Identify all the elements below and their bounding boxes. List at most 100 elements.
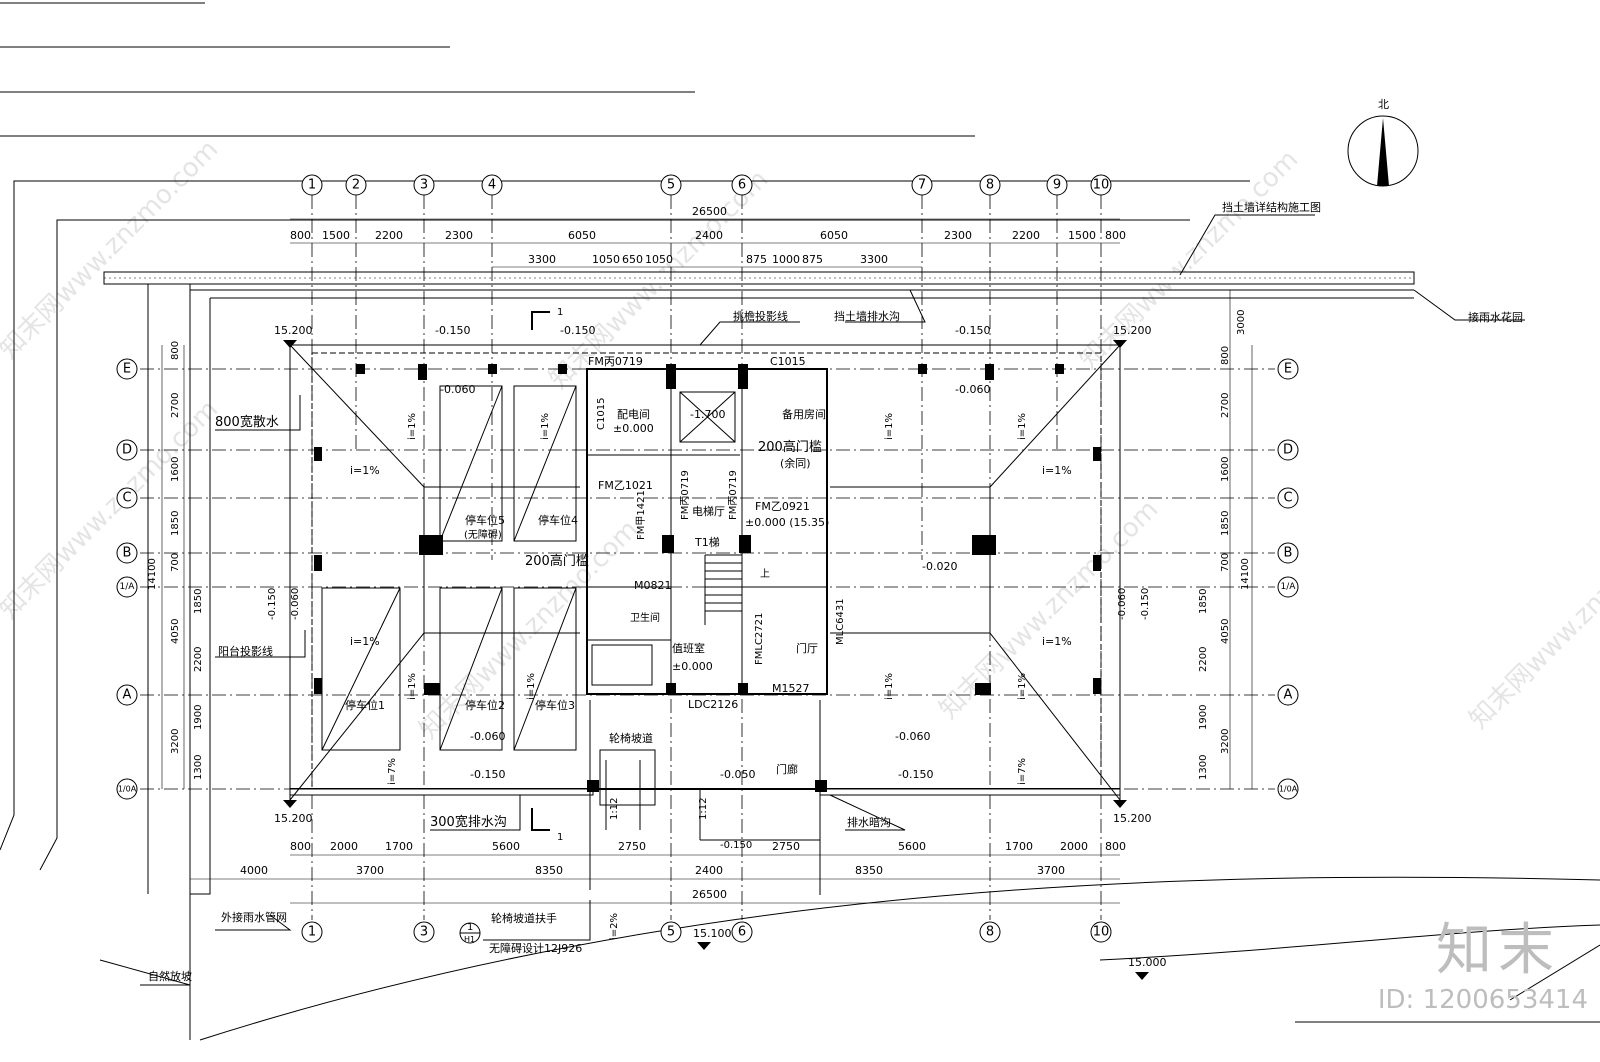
room-label: 上 — [760, 568, 770, 580]
room-label: 200高门槛 — [525, 553, 589, 569]
column — [985, 364, 994, 380]
axis-label: 1 — [308, 178, 316, 193]
dim-text: 5600 — [898, 840, 926, 853]
dim-text: 2200 — [1198, 647, 1209, 672]
slope-text: i=7% — [387, 758, 398, 785]
axis-label: 9 — [1053, 178, 1061, 193]
elevation-text: 15.000 — [1128, 956, 1167, 969]
axis-bubbles-bottom: 1 3 5 6 8 10 — [301, 921, 1112, 943]
detail-number: 1 — [467, 922, 473, 933]
level-text: -0.060 — [895, 730, 930, 743]
dim-text: 2400 — [695, 864, 723, 877]
ramp-std-label: 无障碍设计12J926 — [489, 941, 582, 955]
level-text: -0.150 — [560, 324, 595, 337]
dim-text: 3300 — [528, 253, 556, 266]
room-label: 卫生间 — [630, 611, 660, 624]
slope-text: i=1% — [1017, 673, 1028, 700]
north-arrow: 北 — [1347, 98, 1419, 187]
dim-text: 3200 — [1220, 729, 1231, 754]
door-tag: FMLC2721 — [754, 613, 765, 665]
annotation-leaders — [99, 214, 1525, 986]
column — [975, 683, 991, 695]
room-label: ±0.000 — [672, 660, 713, 673]
dim-text: 800 — [290, 840, 311, 853]
dim-text: 4000 — [240, 864, 268, 877]
dim-text: 3700 — [1037, 864, 1065, 877]
column — [1093, 555, 1101, 571]
dim-text: 1850 — [193, 589, 204, 614]
room-label: ±0.000 — [613, 422, 654, 435]
dim-text: 2750 — [772, 840, 800, 853]
axis-label: C — [122, 491, 131, 506]
column — [666, 683, 676, 695]
dim-text: 1300 — [193, 755, 204, 780]
title-rules — [0, 2, 975, 137]
column — [738, 683, 748, 695]
trench-300-label: 300宽排水沟 — [430, 814, 507, 830]
axis-label: 1/0A — [118, 785, 137, 794]
dim-text: 4050 — [170, 619, 181, 644]
dim-text: 1600 — [170, 457, 181, 482]
door-tag: FM乙0921 — [755, 500, 810, 513]
slope-text: i=2% — [609, 913, 620, 940]
column — [314, 678, 322, 694]
room-label: 配电间 — [617, 408, 650, 421]
dim-text: 1850 — [170, 511, 181, 536]
slope-text: i=1% — [1042, 635, 1072, 648]
level-text: -0.060 — [955, 383, 990, 396]
room-label: 停车位1 — [345, 698, 385, 712]
dim-text: 700 — [1220, 553, 1231, 572]
axis-label: D — [122, 443, 132, 458]
axis-label: 8 — [986, 178, 994, 193]
dim-text: 2400 — [695, 229, 723, 242]
level-text: -0.060 — [290, 588, 301, 620]
structural-columns — [314, 364, 1101, 792]
dim-text: 26500 — [692, 888, 727, 901]
door-tag: FM甲1421 — [636, 490, 647, 540]
site-outline — [0, 180, 1600, 1041]
room-label: 值班室 — [672, 641, 705, 655]
room-label: 电梯厅 — [692, 505, 725, 518]
dim-text: 875 — [802, 253, 823, 266]
level-text: -0.150 — [470, 768, 505, 781]
natural-slope-label: 自然放坡 — [148, 969, 192, 983]
axis-label: 10 — [1093, 925, 1110, 940]
section-mark: 1 — [557, 307, 563, 318]
column — [918, 364, 927, 374]
slope-text: 1:12 — [609, 798, 620, 820]
elevation-markers — [283, 340, 1149, 980]
elevation-text: 15.200 — [1113, 324, 1152, 337]
elevation-text: 15.200 — [1113, 812, 1152, 825]
axis-label: E — [1284, 362, 1292, 377]
elevation-labels: 15.200 15.200 15.200 15.200 15.100 15.00… — [267, 324, 1167, 969]
dim-text: 2200 — [375, 229, 403, 242]
door-tag: FM乙1021 — [598, 479, 653, 492]
room-label: 200高门槛 — [758, 439, 822, 455]
level-text: -0.060 — [1117, 588, 1128, 620]
column — [1093, 678, 1101, 694]
dim-text: 2700 — [1220, 393, 1231, 418]
dimension-texts: 26500 800 1500 2200 2300 6050 2400 6050 … — [147, 205, 1251, 901]
brand-id: ID: 1200653414 — [1377, 985, 1588, 1015]
slope-text: i=1% — [540, 413, 551, 440]
column — [738, 364, 748, 389]
column — [587, 780, 599, 792]
building-outline — [289, 344, 1121, 895]
axis-label: 3 — [420, 925, 428, 940]
dim-text: 14100 — [147, 558, 158, 590]
slope-labels: i=1% i=1% i=1% i=1% i=1% i=1% i=1% i=1% … — [350, 413, 1072, 940]
column — [419, 535, 443, 555]
axis-label: E — [123, 362, 131, 377]
level-text: -0.150 — [955, 324, 990, 337]
column — [418, 364, 427, 380]
slope-text: i=1% — [407, 413, 418, 440]
dim-text: 2300 — [445, 229, 473, 242]
dim-text: 6050 — [820, 229, 848, 242]
axis-label: C — [1283, 491, 1292, 506]
level-text: -1.700 — [690, 408, 725, 421]
dim-text: 3200 — [170, 729, 181, 754]
axis-label: B — [1284, 546, 1293, 561]
dim-text: 1600 — [1220, 457, 1231, 482]
room-label: (余同) — [780, 456, 811, 470]
